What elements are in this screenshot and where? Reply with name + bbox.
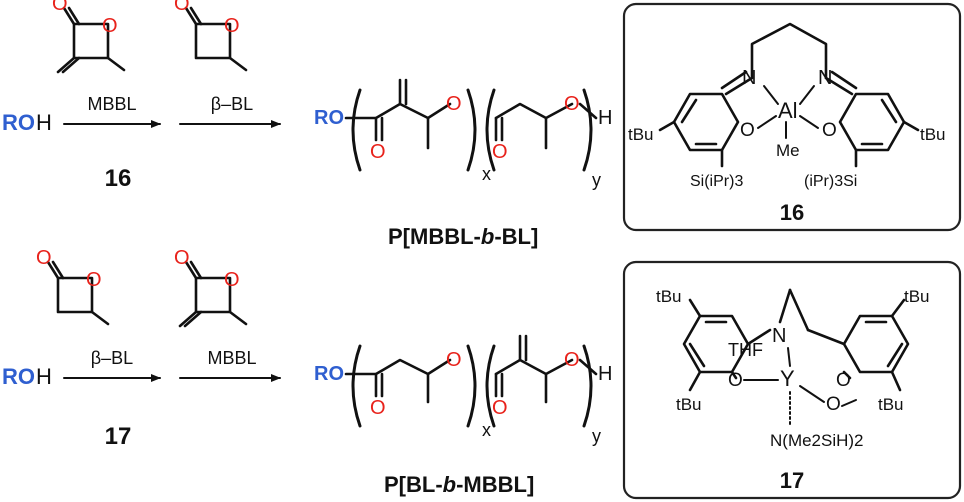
amine-nitrogen: N <box>772 325 786 347</box>
top-product-name: P[MBBL-b-BL] <box>388 224 538 249</box>
nitrogen-left: N <box>742 67 756 89</box>
oxygen: O <box>370 141 386 163</box>
carbonyl-oxygen: O <box>174 0 190 15</box>
bottom-product-polymer: RO O O x O O H y <box>314 334 612 446</box>
oxygen: O <box>446 93 462 115</box>
yttrium-center: Y <box>780 366 795 391</box>
product-ro: RO <box>314 363 344 385</box>
methyl-label: Me <box>776 141 800 160</box>
oxygen: O <box>564 93 580 115</box>
ring-oxygen: O <box>224 269 240 291</box>
oxygen: O <box>492 141 508 163</box>
bbl-monomer-bottom: O O <box>36 247 110 326</box>
oxygen: O <box>492 397 508 419</box>
catalyst-17-number: 17 <box>780 468 804 493</box>
phenoxide-oxygen-right: O <box>822 120 837 141</box>
hydrogen: H <box>36 364 52 389</box>
paren-close-1 <box>466 344 477 428</box>
subscript-x: x <box>482 420 491 440</box>
bottom-step2-label: MBBL <box>207 348 256 368</box>
top-step1-label: MBBL <box>87 94 136 114</box>
bottom-scheme: O O O O RO H β–BL MBBL 17 RO O O x <box>2 247 612 497</box>
catalyst-17-box: tBu tBu tBu tBu N THF Y O O O N(Me2SiH)2… <box>622 260 962 500</box>
oxygen: O <box>564 349 580 371</box>
carbonyl-oxygen: O <box>52 0 68 15</box>
methoxy-oxygen: O <box>826 394 841 415</box>
amide-ligand: N(Me2SiH)2 <box>770 431 864 450</box>
paren-close-1 <box>466 88 477 172</box>
ro-group: RO <box>2 110 35 135</box>
product-h: H <box>598 107 612 129</box>
paren-open-1 <box>351 344 362 428</box>
bottom-product-name: P[BL-b-MBBL] <box>384 472 534 497</box>
ring-oxygen: O <box>86 269 102 291</box>
oxygen: O <box>446 349 462 371</box>
tbu-top-right: tBu <box>904 287 930 306</box>
phenoxide-oxygen-left: O <box>740 120 755 141</box>
bottom-initiator: RO H <box>2 364 52 389</box>
paren-close-2 <box>582 344 593 428</box>
subscript-x: x <box>482 164 491 184</box>
paren-open-1 <box>351 88 362 172</box>
catalyst-16-number: 16 <box>780 200 804 225</box>
phenoxide-oxygen-left: O <box>728 370 743 391</box>
tbu-bottom-left: tBu <box>676 395 702 414</box>
product-ro: RO <box>314 107 344 129</box>
bottom-catalyst-number: 17 <box>105 423 132 450</box>
ro-group: RO <box>2 364 35 389</box>
top-scheme: O O O O RO H MBBL β–BL 16 RO O <box>2 0 612 249</box>
nitrogen-right: N <box>818 67 832 89</box>
tbu-left: tBu <box>628 125 654 144</box>
top-product-polymer: RO O O x O O H y <box>314 78 612 190</box>
catalyst-16-box: N N Al Me O O tBu tBu Si(iPr)3 (iPr)3Si … <box>622 2 962 232</box>
tbu-top-left: tBu <box>656 287 682 306</box>
tbu-bottom-right: tBu <box>878 395 904 414</box>
carbonyl-oxygen: O <box>174 247 190 269</box>
ring-oxygen: O <box>224 15 240 37</box>
ring-oxygen: O <box>102 15 118 37</box>
aluminum-center: Al <box>778 98 798 123</box>
oxygen: O <box>370 397 386 419</box>
product-h: H <box>598 363 612 385</box>
mbbl-monomer-bottom: O O <box>174 247 248 328</box>
paren-close-2 <box>582 88 593 172</box>
paren-open-2 <box>485 344 496 428</box>
paren-open-2 <box>485 88 496 172</box>
subscript-y: y <box>592 426 601 446</box>
silyl-right: (iPr)3Si <box>804 173 857 190</box>
subscript-y: y <box>592 170 601 190</box>
top-initiator: RO H <box>2 110 52 135</box>
tbu-right: tBu <box>920 125 946 144</box>
carbonyl-oxygen: O <box>36 247 52 269</box>
thf-ligand: THF <box>728 340 763 360</box>
mbbl-monomer-top: O O <box>52 0 126 74</box>
bbl-monomer-top: O O <box>174 0 248 72</box>
bottom-step1-label: β–BL <box>91 348 133 368</box>
top-catalyst-number: 16 <box>105 165 132 192</box>
hydrogen: H <box>36 110 52 135</box>
silyl-left: Si(iPr)3 <box>690 173 743 190</box>
top-step2-label: β–BL <box>211 94 253 114</box>
